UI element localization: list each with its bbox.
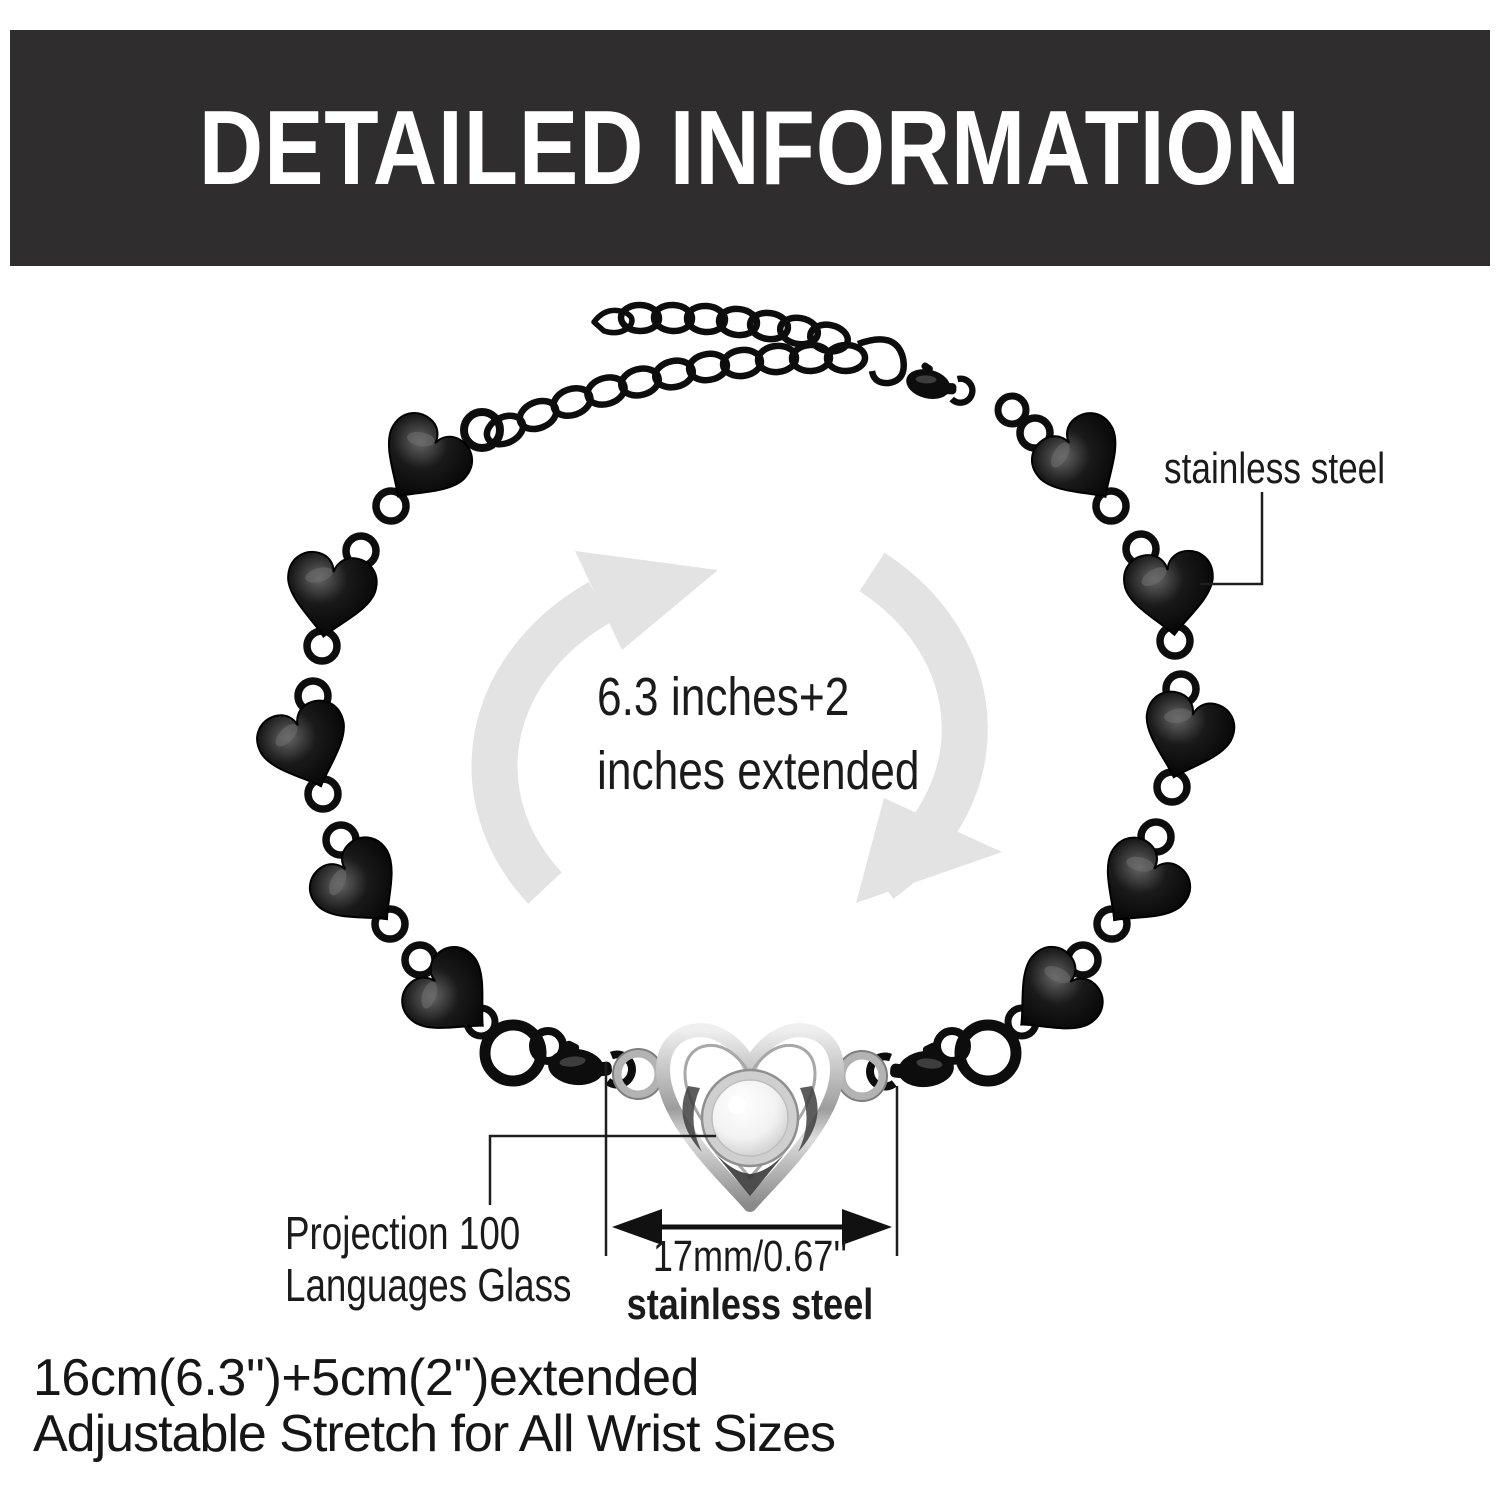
chain-end-drop	[591, 307, 635, 336]
footer-adjustable-line: Adjustable Stretch for All Wrist Sizes	[33, 1405, 836, 1463]
leader-line-projection	[488, 1134, 716, 1205]
heart-link	[1120, 547, 1220, 641]
rotation-arrow-bottom-head	[856, 798, 1002, 903]
heart-pendant	[656, 1023, 844, 1212]
page-title: DETAILED INFORMATION	[199, 88, 1301, 207]
footer-size-line: 16cm(6.3'')+5cm(2'')extended	[33, 1349, 699, 1407]
length-note-line1: 6.3 inches+2	[597, 667, 850, 727]
lobster-clasp-top-icon	[903, 358, 977, 409]
pendant-shadow	[798, 1086, 818, 1152]
glass-bead-icon	[711, 1079, 789, 1157]
glass-highlight	[728, 1096, 746, 1114]
measurement-arrow-icon	[612, 1209, 892, 1245]
pendant-shadow	[714, 1152, 786, 1196]
header-banner: DETAILED INFORMATION	[10, 30, 1490, 266]
projection-label-line2: Languages Glass	[285, 1259, 572, 1311]
pendant-width-label: 17mm/0.67''	[652, 1232, 848, 1281]
leader-line-material-top	[1200, 492, 1264, 586]
pendant-shadow	[682, 1086, 702, 1152]
rotation-arrow-icon	[471, 551, 1002, 904]
leader-lines	[488, 492, 1264, 1256]
length-note-line2: inches extended	[597, 741, 920, 801]
extension-chain	[483, 301, 907, 448]
label-stainless-steel-top: stainless steel	[1164, 444, 1386, 493]
chain-hook-link	[856, 336, 907, 387]
heart-links	[249, 402, 1242, 1060]
rotation-arrow-top-head	[575, 551, 718, 650]
label-stainless-steel-bottom: stainless steel	[626, 1280, 874, 1329]
heart-link	[391, 936, 515, 1060]
projection-label-line1: Projection 100	[285, 1207, 521, 1259]
heart-link	[278, 547, 382, 645]
